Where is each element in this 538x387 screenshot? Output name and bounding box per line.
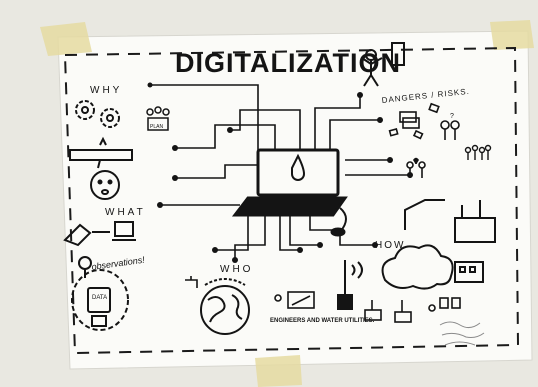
- antenna-icon: [337, 260, 363, 310]
- label-who: WHO: [220, 264, 253, 275]
- signature-scribble: [439, 321, 485, 346]
- label-how: HOW: [375, 240, 405, 251]
- gears-icon: [75, 100, 120, 128]
- worried-face-icon: [90, 170, 120, 200]
- hand-to-computer-icon: [63, 221, 136, 247]
- title-person-icon: [361, 42, 405, 87]
- engineers-icon: [274, 291, 315, 309]
- tape-top-left: [40, 22, 92, 56]
- tap-icon: [185, 276, 198, 288]
- label-what: WHAT: [105, 207, 146, 218]
- cloud-icon: [381, 244, 454, 290]
- tape-bottom: [255, 355, 302, 387]
- data-label: DATA: [92, 295, 107, 301]
- money-papers-icon: [388, 102, 440, 140]
- poster-title: DIGITALIZATION: [175, 48, 401, 78]
- globe-icon: [200, 278, 250, 335]
- engineers-label-line: ENGINEERS AND WATER UTILITIES.: [270, 318, 375, 324]
- connector-dots: [147, 82, 413, 263]
- plan-label: PLAN: [150, 124, 163, 130]
- devices-icon: [364, 297, 461, 323]
- tape-top-right: [490, 20, 534, 50]
- confused-people-icon: ?: [440, 113, 460, 140]
- connector-lines: [150, 84, 410, 260]
- dashed-frame: [63, 46, 520, 355]
- label-why: WHY: [90, 85, 122, 96]
- pipe-leak-icon: [69, 136, 133, 169]
- laptop-icon: [231, 148, 348, 237]
- svg-text:?: ?: [450, 113, 454, 120]
- building-icon: [454, 261, 484, 283]
- factory-pipes-icon: [404, 199, 496, 243]
- plan-people-icon: [146, 106, 170, 131]
- crowd-icon: [464, 144, 492, 160]
- couple-heart-icon: [406, 157, 426, 178]
- lightbulb-data-icon: [71, 269, 129, 331]
